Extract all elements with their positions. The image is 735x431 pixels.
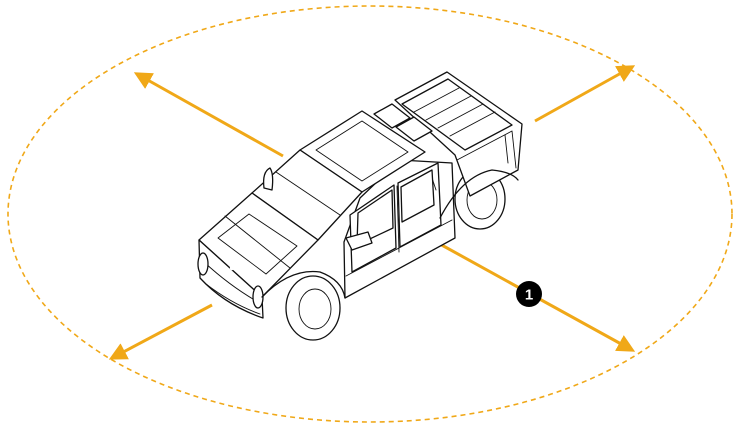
callout-badge: 1 — [516, 281, 542, 307]
arrow-front-left — [137, 74, 283, 156]
callout-label: 1 — [525, 287, 533, 304]
pickup-truck-icon — [198, 72, 522, 340]
arrow-rear-right — [535, 67, 632, 121]
arrow-front-bottom — [112, 305, 212, 358]
